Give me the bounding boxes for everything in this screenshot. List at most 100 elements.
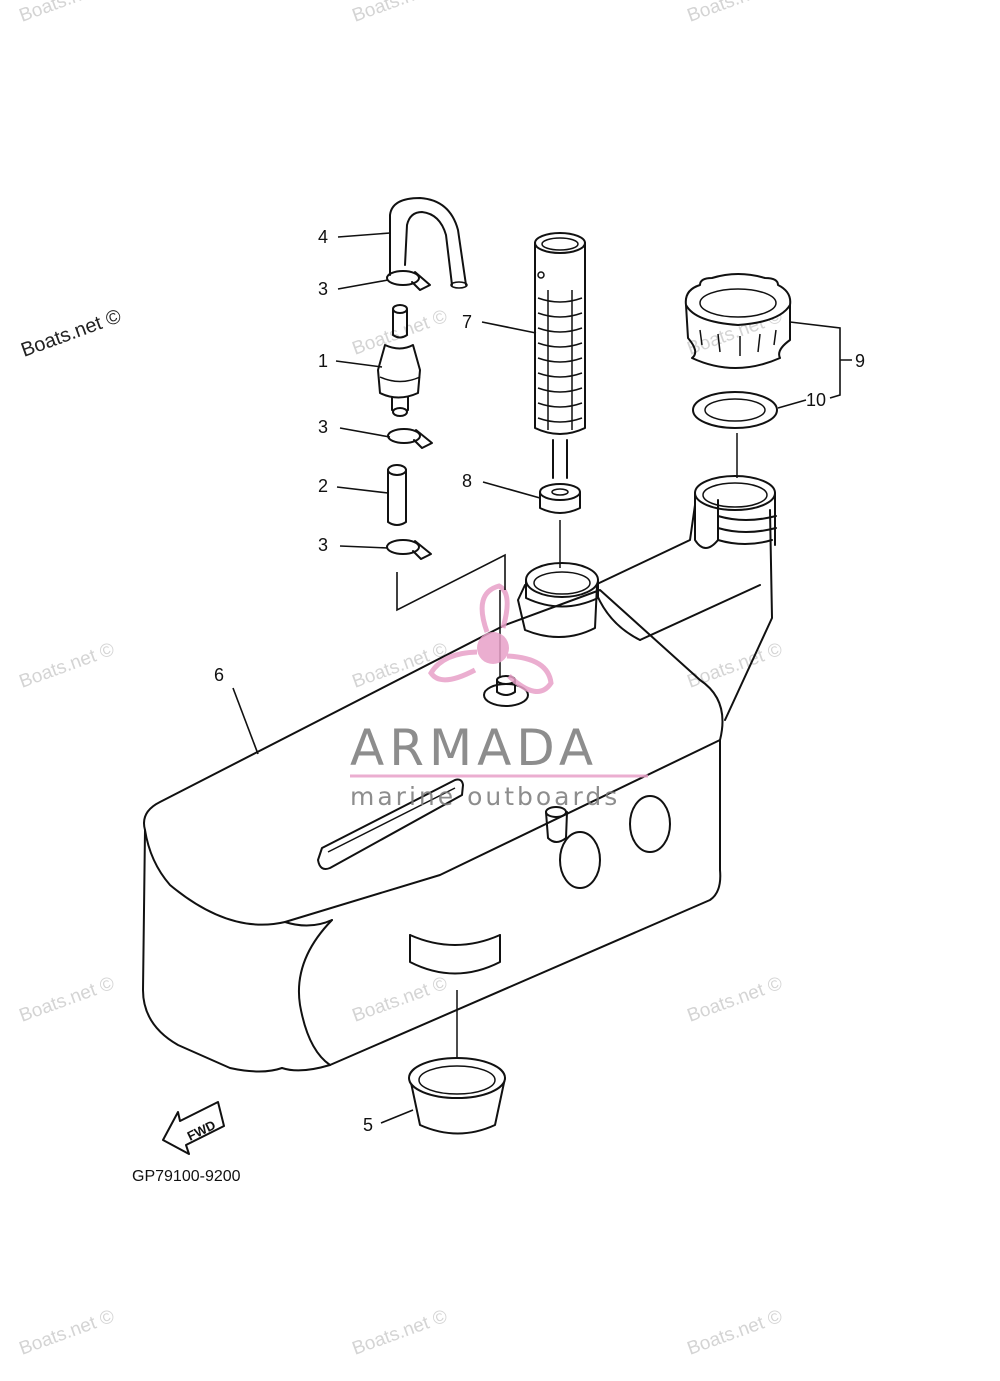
callout-10: 10	[806, 390, 826, 410]
short-hose-top	[387, 464, 407, 476]
filter-band	[379, 376, 421, 383]
watermark: Boats.net ©	[17, 639, 118, 693]
forward-arrow-icon: FWD	[162, 1101, 225, 1155]
tank-top-fitting	[517, 562, 599, 639]
cap-top	[684, 273, 792, 326]
filler-neck-body	[594, 504, 773, 721]
tank-lower-front	[298, 919, 333, 1066]
filler-neck-threads	[717, 515, 777, 545]
hose-clip-bottom	[386, 539, 420, 555]
cap-top-inner	[699, 288, 777, 318]
fuel-tank	[142, 589, 724, 1073]
watermark: Boats.net ©	[17, 0, 118, 27]
watermark-primary: Boats.net ©	[18, 305, 124, 362]
fitting-outer	[517, 584, 598, 639]
filler-neck-lower	[596, 594, 641, 641]
diagram-code: GP79100-9200	[132, 1168, 241, 1185]
gasket-hole	[704, 398, 766, 422]
tank-bottom-edge	[329, 739, 722, 1066]
filler-neck-wall	[694, 492, 719, 549]
tank-front-curve	[284, 919, 333, 927]
hose-clip-bottom-tab	[412, 540, 432, 560]
filter-bottom-nipple-end	[392, 407, 408, 417]
callout-3: 3	[318, 279, 328, 299]
watermark: Boats.net ©	[685, 973, 786, 1027]
leader-4	[337, 232, 391, 238]
fitting-collar	[525, 579, 599, 608]
cup-rim-inner	[418, 1065, 496, 1095]
outlet-body	[496, 679, 516, 696]
routing-line	[396, 553, 506, 612]
tank-boss-left	[559, 831, 601, 889]
grommet-body	[539, 491, 581, 514]
watermark: Boats.net ©	[17, 973, 118, 1027]
cap-body	[685, 304, 791, 369]
leader-6	[232, 687, 259, 755]
cup-body	[409, 1077, 506, 1135]
tank-left-end	[142, 829, 283, 1073]
filter-top-nipple-end	[392, 304, 408, 314]
grommet-top	[539, 483, 581, 501]
callouts: 4 3 1 3 2 3 7 8 9 10 6 5	[214, 227, 865, 1135]
logo-subtitle: marine outboards	[350, 782, 620, 811]
fitting-ring-inner	[533, 571, 591, 595]
leader-3c	[339, 545, 389, 549]
callout-2: 2	[318, 476, 328, 496]
leader-5	[380, 1109, 414, 1124]
cap-assembly	[684, 273, 792, 478]
leader-1	[335, 360, 383, 368]
fitting-ring	[525, 562, 599, 598]
strainer-hole	[537, 271, 545, 279]
filler-neck-opening	[694, 475, 776, 511]
tank-bottom-port	[409, 934, 501, 975]
callout-3: 3	[318, 535, 328, 555]
cup-rim	[408, 1057, 506, 1099]
tank-vent-nipple	[545, 811, 568, 843]
tank-outlet-fitting	[483, 590, 529, 707]
tank-boss-right	[629, 795, 671, 853]
short-hose	[387, 469, 407, 526]
watermark-layer: Boats.net © Boats.net © Boats.net © Boat…	[17, 0, 786, 1360]
callout-4: 4	[318, 227, 328, 247]
callout-8: 8	[462, 471, 472, 491]
callout-6: 6	[214, 665, 224, 685]
filter-top-nipple	[392, 309, 408, 339]
leader-2	[336, 486, 389, 494]
leader-10	[777, 399, 807, 409]
strainer-mesh	[537, 290, 583, 430]
filler-neck	[594, 475, 777, 721]
callout-1: 1	[318, 351, 328, 371]
callout-7: 7	[462, 312, 472, 332]
cap-knurls	[699, 329, 777, 356]
tank-top-face	[143, 589, 724, 926]
leader-9	[789, 321, 852, 399]
watermark: Boats.net ©	[685, 1306, 786, 1360]
strainer-body	[534, 242, 586, 435]
strainer-top-inner	[541, 237, 579, 251]
filler-neck-opening-inner	[702, 482, 768, 508]
tank-bottom-port-rim	[409, 934, 501, 946]
tank-end-edge	[281, 1064, 331, 1072]
strainer-stem	[552, 439, 568, 479]
leader-3a	[337, 279, 389, 290]
watermark: Boats.net ©	[685, 0, 786, 27]
callout-5: 5	[363, 1115, 373, 1135]
callout-3: 3	[318, 417, 328, 437]
j-hose-end	[450, 281, 468, 289]
bottom-cup	[408, 990, 506, 1135]
callout-9: 9	[855, 351, 865, 371]
watermark: Boats.net ©	[17, 1306, 118, 1360]
hose-assembly	[377, 197, 506, 612]
hose-clip-top	[386, 270, 420, 286]
gasket	[692, 391, 778, 429]
watermark: Boats.net ©	[685, 639, 786, 693]
armada-logo: ARMADA marine outboards	[350, 583, 648, 811]
j-hose-inner	[404, 211, 453, 286]
strainer-assembly	[534, 232, 586, 568]
tank-handle-recess	[317, 778, 464, 870]
j-hose	[389, 197, 467, 286]
leader-7	[481, 321, 537, 334]
tank-vent-nipple-top	[545, 806, 567, 818]
